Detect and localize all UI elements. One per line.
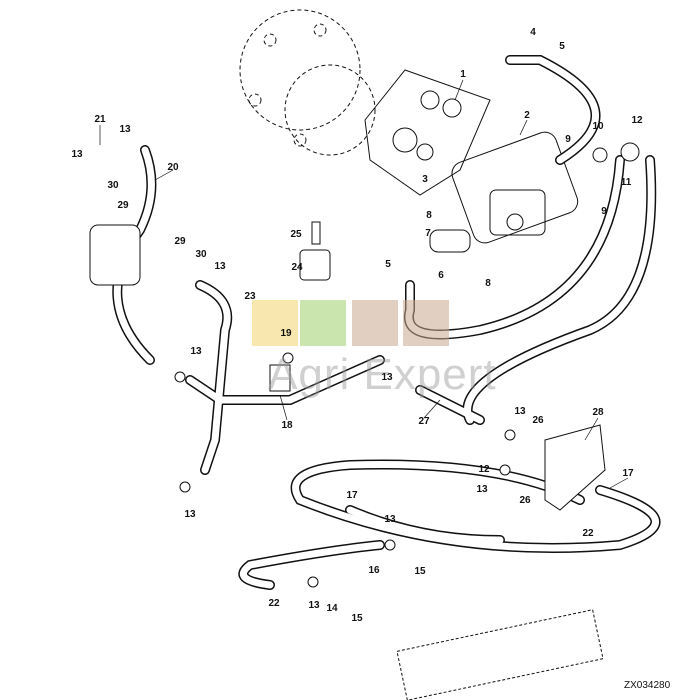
callout: 4 bbox=[530, 27, 536, 38]
callout: 27 bbox=[418, 416, 430, 427]
callout: 11 bbox=[620, 177, 632, 188]
callout: 13 bbox=[71, 149, 83, 160]
callout: 13 bbox=[514, 406, 526, 417]
callout: 12 bbox=[631, 115, 643, 126]
control-valve bbox=[396, 609, 604, 700]
callout: 24 bbox=[291, 262, 303, 273]
callout: 10 bbox=[592, 121, 604, 132]
leader-lines bbox=[99, 79, 629, 489]
callout: 28 bbox=[592, 407, 604, 418]
callout: 6 bbox=[438, 270, 444, 281]
callout: 8 bbox=[426, 210, 432, 221]
callout: 13 bbox=[381, 372, 393, 383]
callout: 15 bbox=[351, 613, 363, 624]
tractor-icon bbox=[252, 300, 298, 346]
seal-kit-outline bbox=[364, 69, 491, 196]
watermark: Agri Expert bbox=[268, 350, 497, 399]
callout: 13 bbox=[476, 484, 488, 495]
hydraulic-motor bbox=[239, 9, 376, 156]
callout: 22 bbox=[582, 528, 594, 539]
callout: 5 bbox=[559, 41, 565, 52]
callout: 23 bbox=[244, 291, 256, 302]
callout: 30 bbox=[107, 180, 119, 191]
callout: 9 bbox=[565, 134, 571, 145]
fence-icon bbox=[403, 300, 449, 346]
tools-icon bbox=[352, 300, 398, 346]
callout: 13 bbox=[384, 514, 396, 525]
seal-kit-parts bbox=[392, 90, 462, 161]
gear-pump bbox=[451, 131, 579, 244]
callout: 18 bbox=[281, 420, 293, 431]
callout: 26 bbox=[532, 415, 544, 426]
callout: 21 bbox=[94, 114, 106, 125]
callout: 1 bbox=[460, 69, 466, 80]
callout: 3 bbox=[422, 174, 428, 185]
callout: 12 bbox=[478, 464, 490, 475]
filter-housing bbox=[89, 224, 141, 286]
wheelbarrow-icon bbox=[300, 300, 346, 346]
bracket-28 bbox=[544, 424, 606, 511]
callout: 20 bbox=[167, 162, 179, 173]
callout: 7 bbox=[425, 228, 431, 239]
callout: 9 bbox=[601, 206, 607, 217]
callout: 13 bbox=[184, 509, 196, 520]
callout: 14 bbox=[326, 603, 338, 614]
callout: 16 bbox=[368, 565, 380, 576]
callout: 5 bbox=[385, 259, 391, 270]
callout: 22 bbox=[268, 598, 280, 609]
callout: 13 bbox=[119, 124, 131, 135]
callout: 30 bbox=[195, 249, 207, 260]
callout: 15 bbox=[414, 566, 426, 577]
callout: 13 bbox=[308, 600, 320, 611]
callout: 25 bbox=[290, 229, 302, 240]
fittings bbox=[89, 142, 640, 700]
callout: 17 bbox=[346, 490, 358, 501]
callout: 19 bbox=[280, 328, 292, 339]
callout: 2 bbox=[524, 110, 530, 121]
callout: 29 bbox=[174, 236, 186, 247]
clamp-24 bbox=[299, 249, 331, 281]
callout: 17 bbox=[622, 468, 634, 479]
callout: 26 bbox=[519, 495, 531, 506]
figure-code: ZX034280 bbox=[624, 680, 671, 691]
callout: 29 bbox=[117, 200, 129, 211]
callout: 13 bbox=[190, 346, 202, 357]
callout: 8 bbox=[485, 278, 491, 289]
callout: 13 bbox=[214, 261, 226, 272]
